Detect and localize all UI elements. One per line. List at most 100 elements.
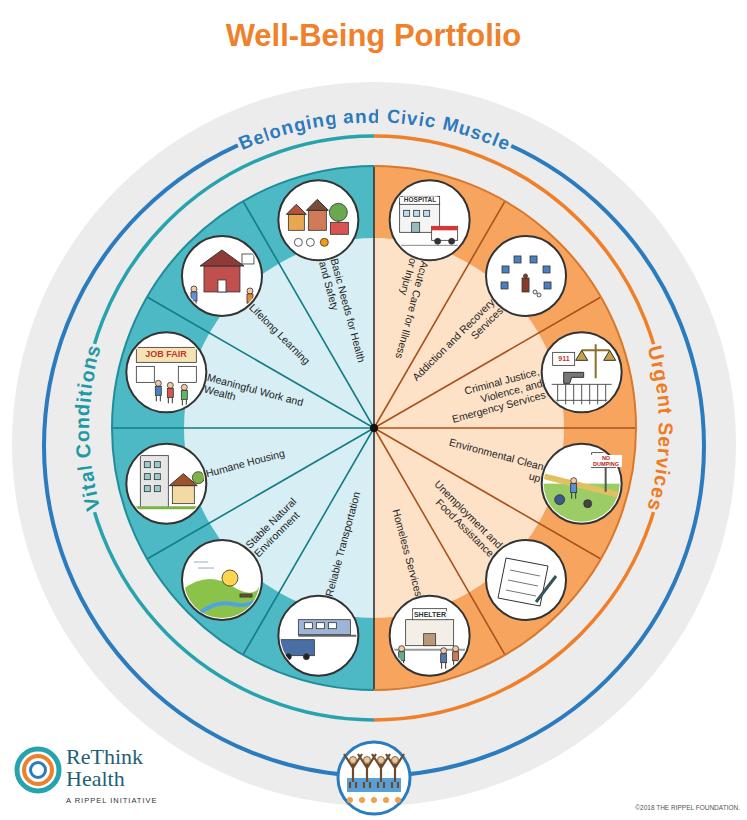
icon-shape [506, 570, 540, 596]
icon-shape [571, 478, 577, 484]
icon-shape [178, 366, 196, 382]
icon-shape [555, 495, 565, 505]
sign-text: JOB FAIR [144, 350, 188, 360]
arc-letter: n [654, 394, 675, 408]
wheel-rim [112, 166, 374, 690]
sign-text: HOSPITAL [403, 196, 437, 203]
urgent-arc [374, 136, 666, 720]
service-icon [182, 540, 262, 620]
icon-shape [286, 204, 306, 214]
icon-shape [200, 250, 244, 266]
wedge-segment: Humane Housing [204, 438, 315, 479]
icon-shape [181, 390, 187, 399]
wedge-label: Lifelong Learning [247, 301, 335, 389]
icon-shape [453, 652, 459, 661]
icon-shape [247, 294, 253, 303]
arc-letter [656, 415, 676, 421]
icon-shape [571, 484, 577, 493]
icon-shape [537, 293, 541, 297]
belonging-ring [44, 116, 704, 776]
service-icon [486, 540, 566, 620]
icon-shape [432, 226, 458, 230]
icon-shape [285, 654, 291, 660]
arc-letter: r [655, 447, 676, 456]
icon-shape [288, 214, 304, 230]
wedge-segment: Basic Needs for Health and Safety [317, 257, 369, 371]
icon-shape [192, 596, 262, 620]
icon-shape [172, 486, 194, 504]
logo-text: ReThink Health [66, 746, 156, 790]
icon-art [136, 347, 196, 405]
icons [126, 180, 621, 675]
arc-letter: a [343, 107, 355, 127]
wedge-segment: Reliable Transportation [323, 486, 364, 597]
icon-art [501, 256, 551, 297]
wedge-label: Stable Natural Environment [242, 463, 338, 559]
icon-shape [320, 238, 328, 246]
wedge-segment: Lifelong Learning [247, 301, 335, 389]
service-icon [278, 596, 358, 676]
icon-shape [564, 372, 584, 383]
icon-art [191, 250, 254, 309]
service-icon [542, 444, 622, 524]
icon-shape [182, 579, 262, 620]
wedge-label: Unemployment and Food Assistance [409, 463, 505, 559]
outer-disc [12, 82, 736, 806]
icon-shape [582, 349, 610, 351]
icon-shape [167, 382, 173, 388]
arc-letter [380, 107, 386, 126]
icon-shape [347, 797, 353, 803]
icon-shape [328, 623, 336, 629]
icon-shape [358, 754, 376, 788]
half-band: Urgent ServicesAcute Care for Illness or… [374, 82, 736, 806]
wedge-divider [373, 166, 375, 428]
icon-art [126, 456, 206, 508]
icon-shape [424, 634, 436, 646]
wedge-band [243, 166, 374, 263]
service-icon [390, 180, 470, 260]
service-icon [390, 596, 470, 676]
wedge-divider [373, 428, 375, 690]
icon-shape [576, 350, 588, 360]
service-icon [486, 236, 566, 316]
sign-text: SHELTER [413, 611, 447, 619]
icon-shape [306, 238, 314, 246]
arc-letter: C [72, 443, 93, 459]
icon-shape [502, 266, 509, 273]
icon-shape [191, 292, 197, 301]
icon-frame [542, 332, 622, 412]
wedge-segment: Stable Natural Environment [242, 463, 338, 559]
icon-shape [242, 254, 254, 264]
icon-art [286, 199, 348, 246]
icon-shape [155, 380, 161, 386]
icon-shape [136, 347, 196, 362]
icon-shape [194, 562, 214, 568]
icon-shape [392, 757, 399, 764]
icon-shape [126, 506, 206, 509]
icon-people [344, 754, 404, 803]
wedge-band [539, 297, 636, 428]
arc-letter: C [386, 107, 401, 127]
wedge-label: Homeless Services [384, 486, 425, 597]
icon-shape [218, 280, 226, 292]
icon-shape [543, 266, 550, 273]
icon-shape [536, 576, 556, 602]
icon-shape [498, 558, 548, 606]
wedge-label: Basic Needs for Health and Safety [317, 257, 369, 371]
arc-letter: o [72, 430, 92, 443]
wheel [112, 166, 636, 690]
icon-shape [404, 210, 410, 216]
icon-shape [442, 663, 446, 669]
icon-shape [453, 646, 459, 652]
icon-art [552, 344, 616, 404]
wedge-label: Meaningful Work and Wealth [203, 371, 317, 423]
logo-mark [17, 749, 59, 791]
icon-shape [572, 493, 576, 499]
wedge-band [374, 593, 505, 690]
icon-shape [140, 456, 168, 508]
icon-shape [350, 757, 357, 764]
icon-shape [344, 754, 362, 788]
icon-shape [542, 476, 622, 496]
arc-letter: d [72, 403, 93, 416]
icon-shape [604, 350, 616, 360]
